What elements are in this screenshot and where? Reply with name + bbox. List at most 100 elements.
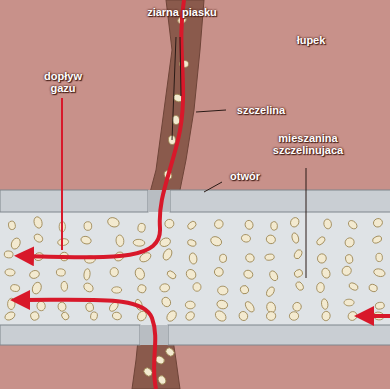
sand-grain (188, 252, 197, 264)
sand-grain (133, 239, 145, 247)
casing-wall (168, 325, 390, 345)
sand-grain (372, 235, 383, 244)
part-label: ziarna piasku (142, 6, 222, 18)
sand-grain (4, 310, 17, 321)
sand-grain (373, 268, 386, 278)
gas-inflow-leader (61, 98, 63, 250)
casing-wall (0, 325, 140, 345)
part-label: otwór (222, 170, 268, 182)
part-label: dopływ gazu (32, 70, 94, 94)
sand-grain (56, 268, 66, 276)
sand-grain (321, 298, 329, 309)
sand-grain (270, 221, 278, 230)
sand-grain (57, 238, 69, 246)
sand-grain (29, 269, 41, 279)
sand-grain (316, 282, 324, 293)
sand-grain (243, 269, 254, 280)
part-label: szczelina (226, 104, 296, 116)
sand-grain (185, 301, 195, 309)
casing-wall (0, 190, 148, 212)
gas-flow-arrow (18, 300, 156, 389)
pipe-bore (0, 212, 390, 325)
sand-grain (160, 296, 172, 309)
sand-grain (213, 266, 224, 277)
sand-grain (83, 268, 90, 280)
sand-grain (321, 311, 331, 322)
sand-grain (268, 270, 279, 283)
sand-grain (29, 311, 40, 322)
sand-grain (90, 311, 98, 320)
sand-grain (193, 283, 201, 292)
sand-grain (85, 302, 94, 312)
sand-grain (213, 218, 225, 230)
sand-grain (5, 268, 16, 276)
sand-grain (37, 301, 46, 311)
sand-grain (60, 311, 70, 321)
sand-grains (4, 14, 386, 385)
sand-grain (184, 310, 196, 322)
sand-grain (61, 281, 68, 291)
sand-grain (165, 309, 178, 323)
sand-grain (4, 251, 13, 259)
sand-grain (187, 239, 197, 247)
sand-grain (10, 284, 20, 292)
sand-grain (217, 286, 228, 295)
sand-grain (161, 247, 173, 261)
sand-grain (347, 219, 359, 231)
sand-grain (368, 283, 378, 292)
sand-grain (84, 222, 92, 231)
sand-grain (82, 281, 95, 293)
sand-grain (244, 252, 255, 263)
sand-grain (295, 281, 305, 292)
sand-grain (134, 267, 146, 281)
sand-grain (293, 248, 303, 260)
sand-grain (244, 300, 256, 313)
sand-grain (293, 268, 304, 279)
sand-grain (142, 366, 153, 377)
sand-grain (157, 374, 167, 385)
sand-grain (348, 282, 359, 292)
sand-grain (7, 298, 15, 310)
sand-grain (289, 312, 299, 321)
sand-grain (289, 216, 300, 228)
sand-grain (216, 299, 229, 310)
part-label: łupek (286, 34, 336, 46)
sand-grain (343, 236, 356, 249)
sand-grain (315, 235, 326, 246)
sand-grain (186, 220, 197, 231)
sand-grain (323, 218, 332, 229)
sand-grain (292, 302, 302, 312)
part-label: mieszanina szczelinujaca (258, 132, 358, 156)
sand-grain (320, 267, 331, 279)
sand-grain (164, 346, 175, 357)
sand-grain (238, 310, 250, 322)
sand-grain (10, 237, 22, 251)
sand-grain (266, 311, 277, 321)
sand-grain (137, 284, 147, 294)
sand-grain (376, 253, 383, 262)
sand-grain (375, 302, 385, 310)
sand-grain (80, 235, 92, 245)
sand-grain (291, 232, 300, 244)
sand-grain (219, 254, 227, 263)
sand-grain (166, 269, 177, 280)
sand-grain (372, 217, 384, 228)
sand-grain (239, 284, 250, 295)
sand-grain (112, 311, 123, 321)
sand-grain (110, 268, 118, 277)
sand-grain (346, 310, 358, 322)
sand-grain (112, 287, 122, 293)
sand-grain (164, 219, 174, 229)
sand-grain (33, 216, 44, 229)
sand-grain (31, 281, 43, 295)
sand-grain (137, 223, 146, 233)
sand-grain (116, 235, 125, 247)
sand-grain (265, 234, 277, 245)
sand-grain (344, 299, 354, 306)
sand-grain (106, 216, 120, 229)
sand-grain (57, 301, 67, 311)
sand-grain (8, 221, 16, 231)
sand-grain (316, 253, 327, 264)
sand-grain (244, 219, 254, 230)
